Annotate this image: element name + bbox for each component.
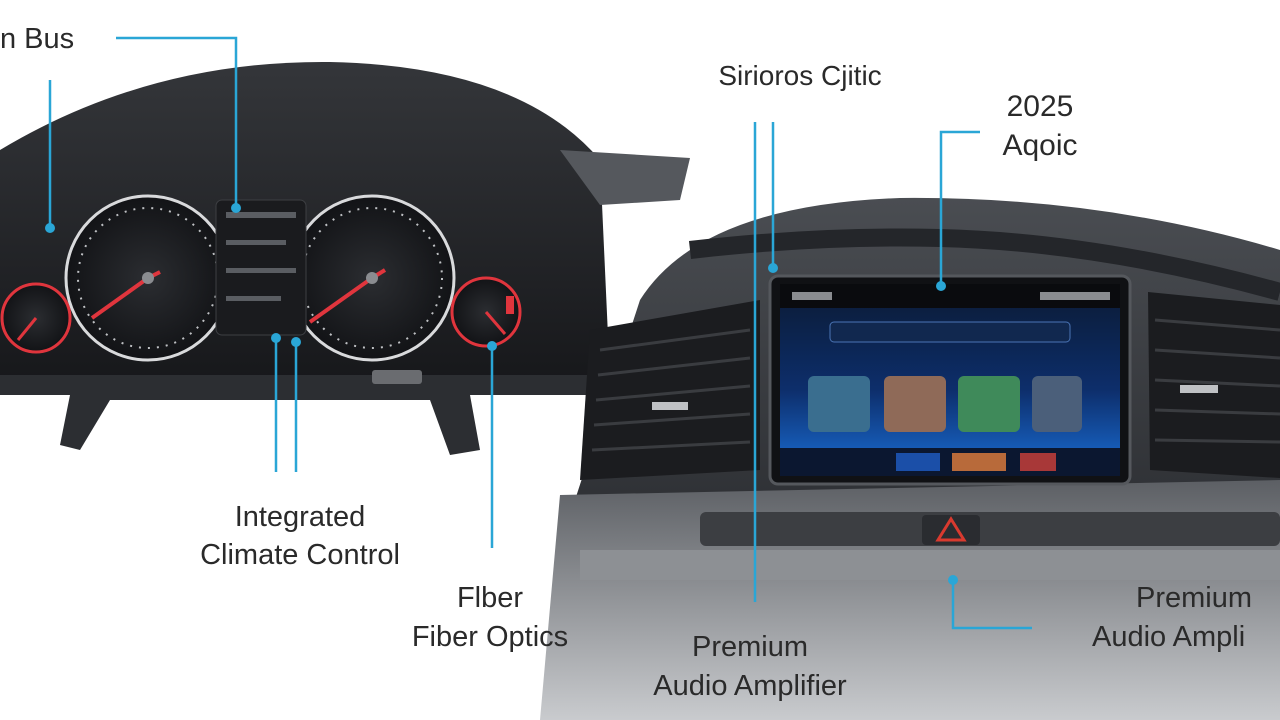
label-audio-amplifier-mid: Audio Amplifier [653,670,847,702]
infotainment-app-icon [958,376,1020,432]
label-fiber: Flber [456,582,524,614]
air-vent-icon [580,300,760,480]
label-year: 2025 [1006,90,1074,123]
label-climate-control: Climate Control [200,539,400,571]
infotainment-app-icon [808,376,870,432]
callout-dots [45,203,958,585]
callout-lines [48,36,1032,630]
label-bus: n Bus [0,23,75,55]
label-audio-amplifier-right: Audio Ampli [1092,621,1246,653]
infotainment-app-icon [1032,376,1082,432]
temperature-gauge-icon [450,276,522,348]
label-sirioros: Sirioros Cjitic [718,60,882,91]
infotainment-app-icon [884,376,946,432]
hazard-button-icon [922,515,980,545]
air-vent-icon [1148,292,1280,478]
infotainment-screen [768,274,1132,486]
label-premium-mid: Premium [691,631,808,663]
label-premium-right: Premium [1136,582,1253,614]
label-year-sub: Aqoic [1002,129,1078,162]
fuel-gauge-icon [0,282,72,354]
tachometer-icon [288,194,456,362]
label-fiber-optics: Fiber Optics [411,621,569,653]
speedometer-icon [64,194,232,362]
label-integrated: Integrated [234,501,366,533]
cluster-info-display [215,199,307,336]
